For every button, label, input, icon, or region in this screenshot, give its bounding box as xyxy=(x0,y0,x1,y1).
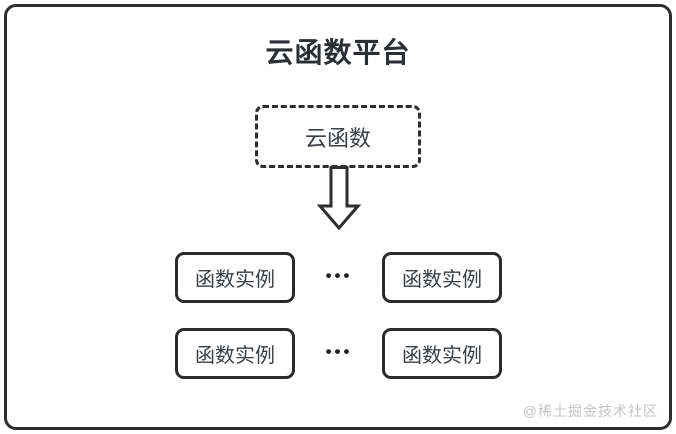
watermark-text: @稀土掘金技术社区 xyxy=(522,403,658,419)
down-arrow-icon xyxy=(316,166,362,231)
function-instance-label: 函数实例 xyxy=(402,269,482,291)
cloud-function-label: 云函数 xyxy=(304,125,371,151)
function-instance-node: 函数实例 xyxy=(382,328,502,379)
function-instance-node: 函数实例 xyxy=(382,252,502,303)
function-instance-label: 函数实例 xyxy=(195,269,275,291)
diagram-title: 云函数平台 xyxy=(265,37,411,68)
ellipsis-dots: ••• xyxy=(325,266,353,285)
function-instance-node: 函数实例 xyxy=(175,252,295,303)
ellipsis-dots: ••• xyxy=(325,342,353,361)
cloud-function-node: 云函数 xyxy=(255,105,421,168)
function-instance-label: 函数实例 xyxy=(402,345,482,367)
function-instance-node: 函数实例 xyxy=(175,328,295,379)
function-instance-label: 函数实例 xyxy=(195,345,275,367)
